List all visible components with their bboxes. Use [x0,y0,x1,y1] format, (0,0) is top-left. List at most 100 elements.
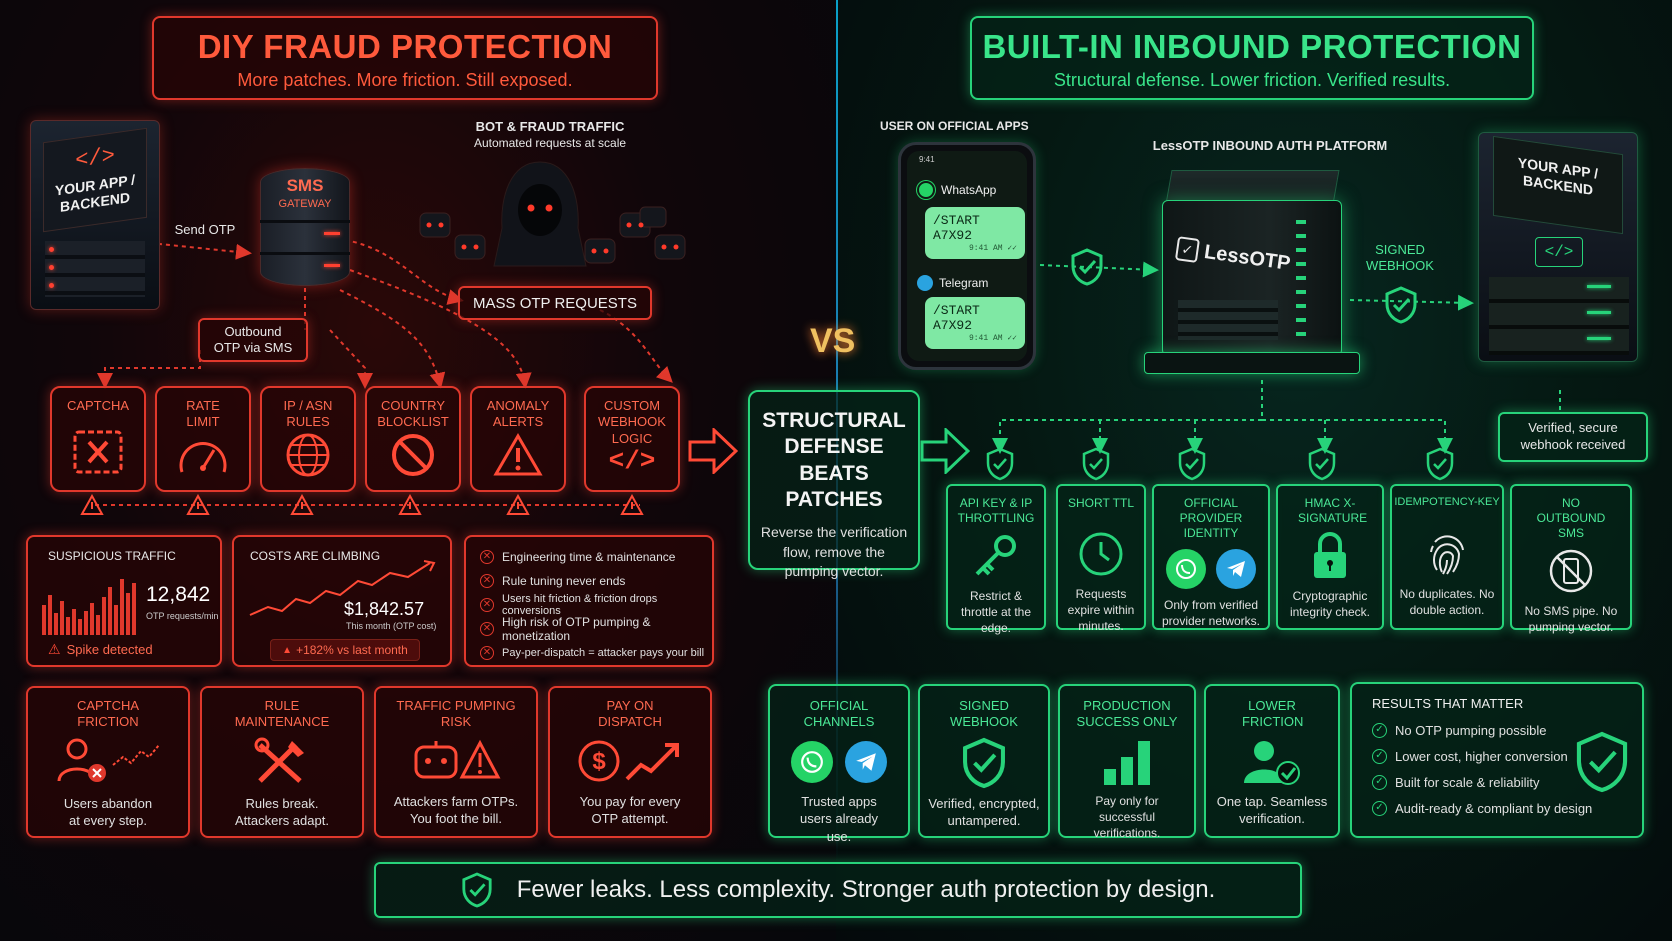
lessotp-server: ✓ LessOTP [1144,170,1360,374]
speedometer-icon [157,432,249,478]
provider-icons [1154,549,1268,589]
sms-gateway-title: SMS [286,176,324,195]
bot-swarm-icon [410,205,700,275]
feature-title-official-provider: OFFICIAL PROVIDER IDENTITY [1179,496,1243,540]
suspicious-title: SUSPICIOUS TRAFFIC [48,549,176,563]
x-circle-icon: ✕ [480,622,494,636]
block-icon [367,432,459,478]
spike-alert: ⚠ Spike detected [48,641,153,658]
problem-item: ✕High risk of OTP pumping & monetization [480,615,712,643]
signed-webhook-label: SIGNED WEBHOOK [1366,242,1434,273]
patch-cards: CAPTCHA RATE LIMIT IP / ASN RULES COUNTR… [50,386,680,492]
feature-desc-hmac: Cryptographic integrity check. [1289,589,1371,620]
feature-title-no-sms: NO OUTBOUND SMS [1536,496,1606,540]
telegram-message-time: 9:41 AM ✓✓ [968,334,1017,343]
outbound-otp-box: Outbound OTP via SMS [198,318,308,362]
captcha-friction-card: CAPTCHA FRICTION Users abandon at every … [26,686,190,838]
warning-row [80,493,660,518]
feature-shields-row [982,446,1462,484]
footer-shield-icon [461,872,493,908]
results-shield-icon [1574,730,1630,794]
clock-icon [1058,530,1144,578]
right-backend-code-icon: </> [1535,237,1583,267]
spike-warning-icon: ⚠ [48,641,61,657]
shield-check-icon [920,737,1048,789]
feature-desc-short-ttl: Requests expire within minutes. [1067,587,1135,634]
captcha-friction-title: CAPTCHA FRICTION [76,698,140,730]
problem-item: ✕Rule tuning never ends [480,569,712,593]
vs-label: VS [810,322,856,360]
user-friction-icon [28,737,188,785]
patch-card-ip-asn: IP / ASN RULES [260,386,356,492]
results-title: RESULTS THAT MATTER [1372,696,1524,711]
bot-warning-icon [376,737,536,783]
feature-title-short-ttl: SHORT TTL [1067,496,1135,510]
costs-unit: This month (OTP cost) [346,621,437,631]
rule-maintenance-title: RULE MAINTENANCE [234,698,330,730]
check-circle-icon: ✓ [1372,774,1387,790]
whatsapp-icon [917,181,935,199]
bot-traffic-title: BOT & FRAUD TRAFFIC [475,119,625,134]
lower-friction-desc: One tap. Seamless verification. [1216,793,1328,827]
signed-webhook-desc: Verified, encrypted, untampered. [928,795,1040,829]
left-subtitle: More patches. More friction. Still expos… [237,70,573,90]
center-title: STRUCTURAL DEFENSE BEATS PATCHES [762,409,906,511]
center-desc: Reverse the verification flow, remove th… [760,524,908,580]
patch-label-custom-webhook: CUSTOM WEBHOOK LOGIC [598,398,666,446]
key-icon [948,534,1044,578]
result-item: ✓Lower cost, higher conversion [1372,743,1642,769]
costs-change-badge: ▲ +182% vs last month [270,639,420,661]
signed-webhook-title: SIGNED WEBHOOK [950,698,1018,730]
production-success-desc: Pay only for successful verifications. [1093,793,1161,840]
feature-desc-no-sms: No SMS pipe. No pumping vector. [1524,604,1618,635]
right-title: BUILT-IN INBOUND PROTECTION [982,28,1522,65]
feature-title-idempotency: IDEMPOTENCY-KEY [1394,496,1500,508]
lower-friction-card: LOWER FRICTION One tap. Seamless verific… [1204,684,1340,838]
result-item: ✓Built for scale & reliability [1372,769,1642,795]
feature-title-hmac: HMAC X-SIGNATURE [1298,496,1368,525]
left-title: DIY FRAUD PROTECTION [197,28,613,65]
patch-card-custom-webhook: CUSTOM WEBHOOK LOGIC </> [584,386,680,492]
whatsapp-message-text: /START A7X92 [933,213,980,243]
patch-label-rate-limit: RATE LIMIT [186,398,220,430]
traffic-pumping-desc: Attackers farm OTPs. You foot the bill. [393,793,519,827]
pay-on-dispatch-desc: You pay for every OTP attempt. [579,793,681,827]
lessotp-check-icon: ✓ [1174,236,1201,263]
patch-label-country-blocklist: COUNTRY BLOCKLIST [377,398,449,430]
costs-card: COSTS ARE CLIMBING $1,842.57 This month … [232,535,452,667]
whatsapp-logo-icon [1166,549,1206,589]
telegram-label: Telegram [939,276,989,290]
send-otp-label: Send OTP [174,222,236,237]
traffic-pumping-title: TRAFFIC PUMPING RISK [396,698,516,730]
patch-label-captcha: CAPTCHA [66,398,130,413]
x-circle-icon: ✕ [480,574,494,588]
shield-check-icon [1070,248,1104,286]
hacker-icon [490,158,590,268]
traffic-pumping-card: TRAFFIC PUMPING RISK Attackers farm OTPs… [374,686,538,838]
telegram-logo-icon [1216,549,1256,589]
captcha-friction-desc: Users abandon at every step. [63,795,153,829]
feature-card-official-provider: OFFICIAL PROVIDER IDENTITY Only from ver… [1152,484,1270,630]
lock-icon [1278,532,1382,580]
dollar-up-icon: $ [550,737,710,783]
feature-card-idempotency: IDEMPOTENCY-KEY No duplicates. No double… [1390,484,1504,630]
left-backend-label: YOUR APP / BACKEND [54,171,136,215]
platform-label: LessOTP INBOUND AUTH PLATFORM [1152,138,1388,153]
patch-card-rate-limit: RATE LIMIT [155,386,251,492]
feature-title-api-key: API KEY & IP THROTTLING [957,496,1035,525]
bot-traffic-sub: Automated requests at scale [473,136,627,150]
feature-desc-official-provider: Only from verified provider networks. [1161,598,1261,629]
feature-desc-idempotency: No duplicates. No double action. [1399,587,1495,618]
up-triangle-icon: ▲ [282,644,293,656]
feature-card-api-key: API KEY & IP THROTTLING Restrict & throt… [946,484,1046,635]
suspicious-value: 12,842 [146,583,211,606]
structural-defense-box: STRUCTURAL DEFENSE BEATS PATCHES Reverse… [748,390,920,579]
svg-text:$: $ [592,748,606,775]
result-item: ✓Audit-ready & compliant by design [1372,795,1642,821]
sms-gateway: SMS GATEWAY [260,168,350,286]
feature-card-short-ttl: SHORT TTL Requests expire within minutes… [1056,484,1146,633]
suspicious-traffic-card: SUSPICIOUS TRAFFIC 12,842 OTP requests/m… [26,535,222,667]
check-circle-icon: ✓ [1372,800,1387,816]
spike-alert-label: Spike detected [66,642,153,657]
